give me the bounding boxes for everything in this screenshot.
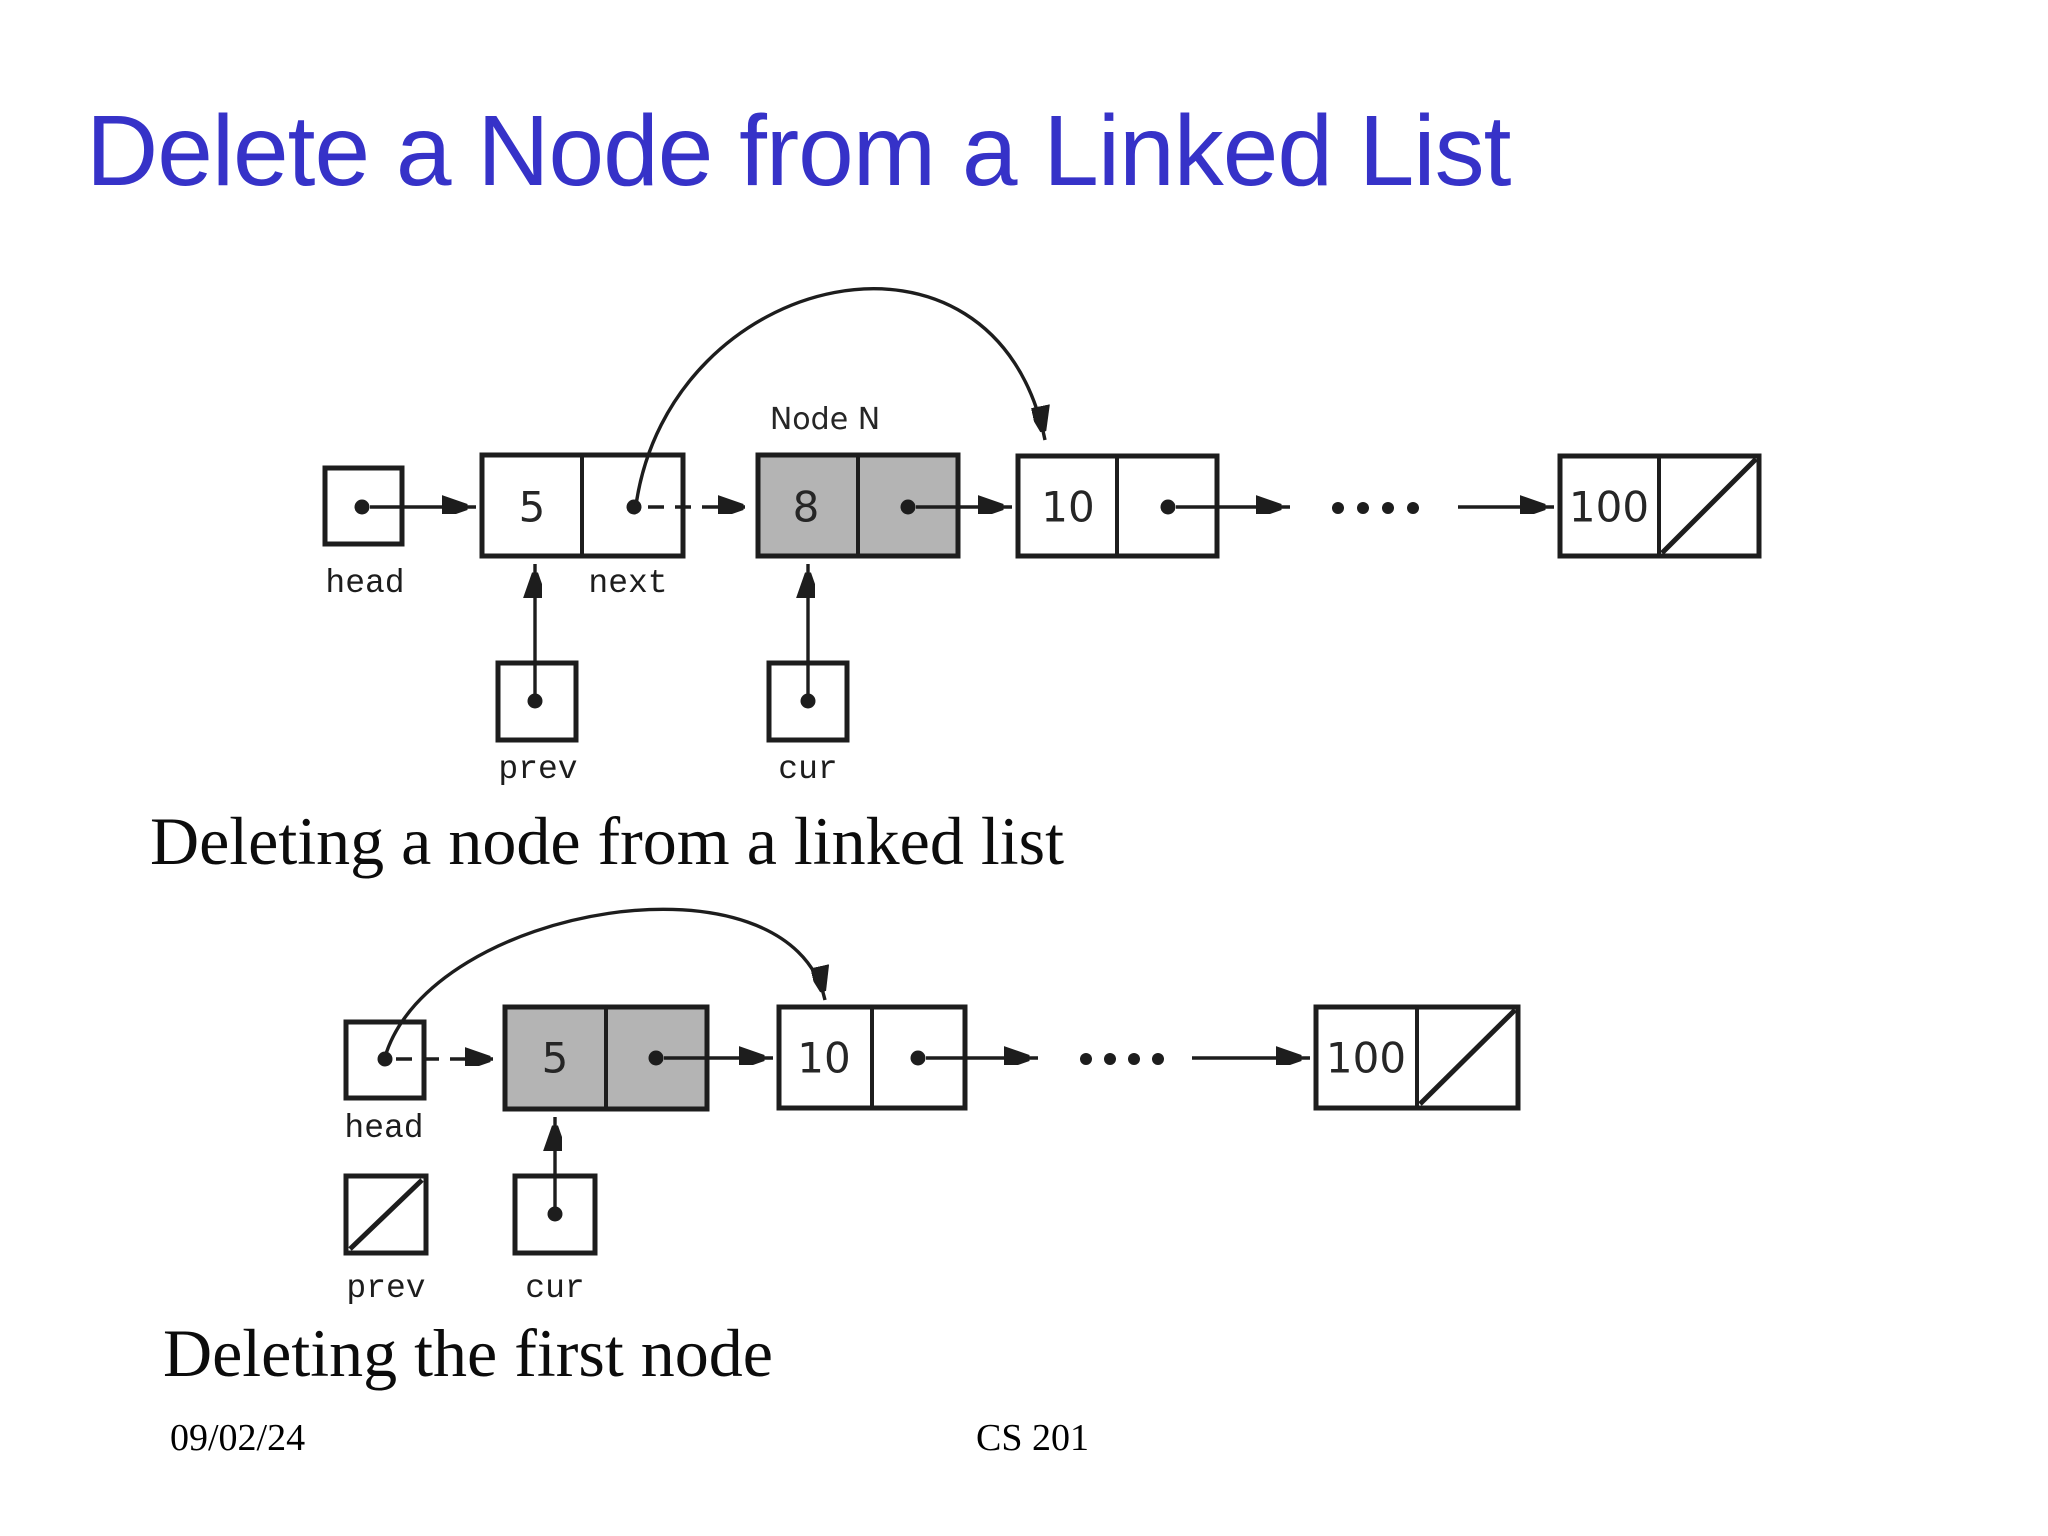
d1-node100-value: 100 <box>1568 482 1650 532</box>
d2-caption: Deleting the first node <box>163 1315 773 1391</box>
d2-prev-label: prev <box>346 1270 426 1307</box>
d1-prev-dot <box>527 693 543 709</box>
d2-node10-pointer-dot <box>910 1050 926 1066</box>
footer-course: CS 201 <box>976 1417 1089 1459</box>
d1-cur-dot <box>800 693 816 709</box>
d1-node10-pointer-dot <box>1160 499 1176 515</box>
d2-node5-value: 5 <box>541 1033 569 1083</box>
d1-next-label: next <box>588 565 668 602</box>
d2-ellipsis <box>1080 1053 1164 1065</box>
d1-caption: Deleting a node from a linked list <box>150 803 1064 879</box>
d1-node5-pointer-dot <box>626 499 642 515</box>
d2-cur-label: cur <box>525 1270 585 1307</box>
d1-bypass-arc <box>634 287 1045 506</box>
d1-ellipsis <box>1332 502 1419 514</box>
d2-cur-dot <box>547 1206 563 1222</box>
d2-arrows <box>383 907 1310 1208</box>
d1-null-slash <box>1660 457 1758 555</box>
d2-bypass-arc <box>383 907 825 1058</box>
d1-node5-value: 5 <box>518 482 546 532</box>
d1-arrows <box>370 287 1554 695</box>
d2-null-slash <box>1418 1008 1517 1106</box>
d2-prev-null-slash <box>348 1178 424 1251</box>
d1-node10-value: 10 <box>1041 482 1095 532</box>
slide-title: Delete a Node from a Linked List <box>86 95 1511 207</box>
d2-node10-value: 10 <box>797 1033 851 1083</box>
d1-head-label: head <box>325 565 405 602</box>
d1-cur-label: cur <box>778 751 838 788</box>
diagram1-graphics <box>322 287 1762 743</box>
d2-head-label: head <box>344 1110 424 1147</box>
d1-node8-pointer-dot <box>900 499 916 515</box>
d2-node5-pointer-dot <box>648 1050 664 1066</box>
d2-node100-value: 100 <box>1325 1033 1407 1083</box>
d1-node-n-label: Node N <box>769 402 881 437</box>
d1-prev-label: prev <box>498 751 578 788</box>
d1-node8-value: 8 <box>792 482 820 532</box>
footer-date: 09/02/24 <box>170 1417 306 1459</box>
d1-head-dot <box>354 499 370 515</box>
diagram2-graphics <box>343 907 1521 1256</box>
d2-head-dot <box>377 1051 393 1067</box>
